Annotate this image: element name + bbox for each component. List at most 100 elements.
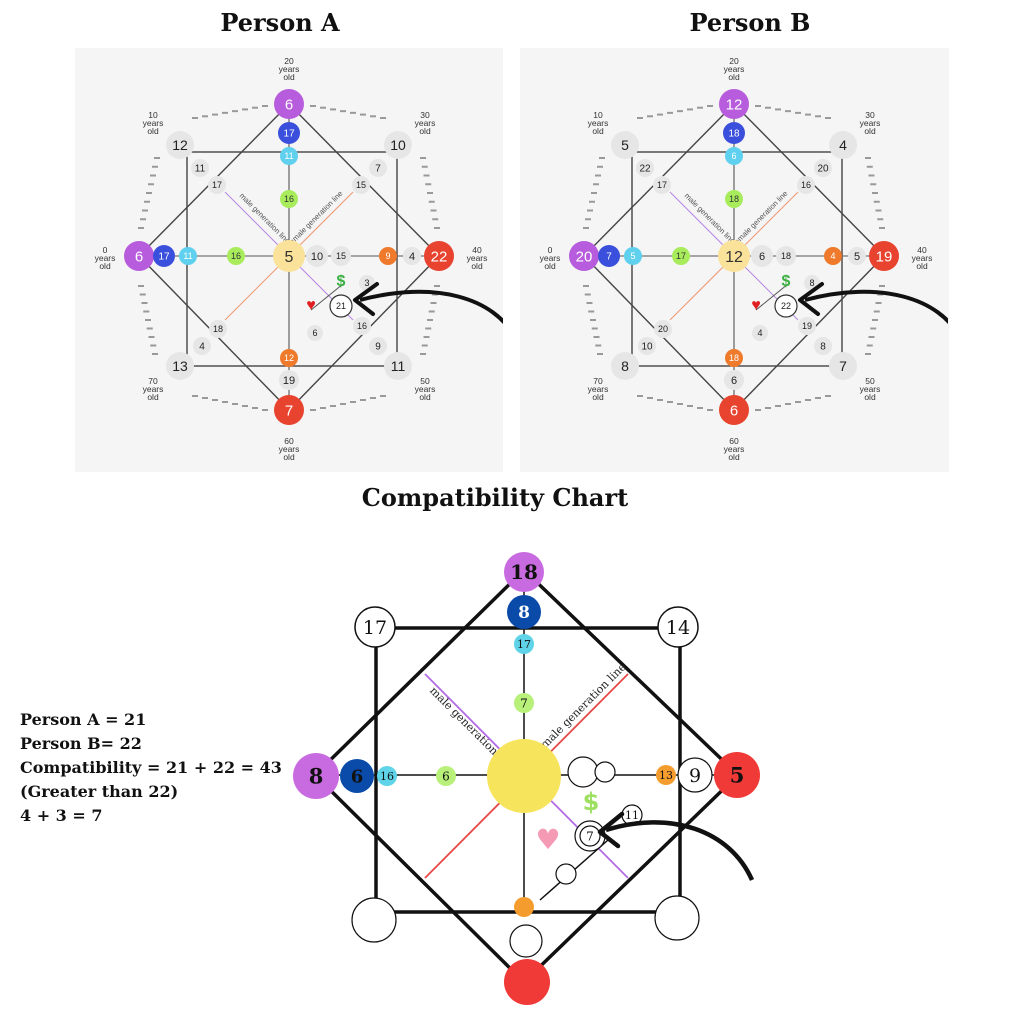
left-node-2-value: 17: [158, 252, 170, 263]
top-node-3-circle: [280, 147, 298, 165]
corner-tr-node-2-circle: [369, 159, 387, 177]
age-tick: [647, 115, 653, 118]
age-tick: [370, 115, 376, 118]
age-label-bottom-left-1: years: [143, 384, 164, 394]
left-node-4-value: 16: [231, 251, 241, 261]
age-tick: [139, 293, 146, 296]
corner-tr-node-3-circle: [797, 176, 815, 194]
age-tick: [583, 285, 589, 287]
corner-tr-node-3: 15: [352, 176, 370, 194]
left-node-3: 11: [179, 247, 197, 265]
age-label-bottom-left-0: 70: [593, 376, 603, 386]
age-tick: [138, 227, 144, 229]
corner-tl-node: 17: [354, 606, 396, 648]
age-tick: [427, 319, 433, 321]
age-label-bottom-right-1: years: [415, 384, 436, 394]
top-node-value: 18: [510, 560, 538, 584]
money-icon: $: [583, 788, 600, 816]
age-tick: [143, 310, 150, 313]
age-label-left-0: 0: [103, 245, 108, 255]
age-tick: [584, 293, 591, 296]
age-label-top-right-2: old: [864, 126, 876, 136]
age-tick: [427, 192, 433, 194]
age-tick: [877, 218, 884, 221]
top-node-3-value: 17: [517, 638, 531, 651]
small-node-1-circle: [555, 863, 577, 885]
corner-tl-node-2-circle: [636, 159, 654, 177]
love-node-value: 7: [586, 829, 594, 843]
right-node-2-circle: [848, 247, 866, 265]
corner-br-node-3-circle: [798, 317, 816, 335]
top-node-4-circle: [725, 190, 743, 208]
age-label-top-0: 20: [284, 56, 294, 66]
corner-tr-node: 10: [384, 131, 412, 159]
corner-bl-node-2-circle: [193, 337, 211, 355]
right-node-3-value: 13: [659, 769, 673, 782]
age-label-bottom-right-2: old: [419, 392, 431, 402]
right-node-5-circle: [567, 756, 599, 788]
age-tick: [647, 397, 653, 399]
right-node-value: 22: [431, 248, 448, 265]
right-node-5-value: 6: [759, 251, 765, 263]
age-tick: [872, 192, 878, 194]
age-tick: [667, 111, 673, 114]
left-node-3-circle: [624, 247, 642, 265]
age-label-left-2: old: [99, 261, 111, 271]
corner-bl-node-value: 13: [172, 358, 188, 374]
age-tick: [222, 401, 228, 403]
left-node-2-value: 7: [606, 252, 612, 263]
love-node-circle: [579, 825, 601, 847]
age-tick: [697, 407, 703, 409]
age-tick: [697, 106, 703, 109]
corner-tl-node-3-circle: [208, 176, 226, 194]
arrow-shaft: [804, 289, 948, 325]
corner-br-node-circle: [384, 352, 412, 380]
age-label-bottom-right-0: 50: [865, 376, 875, 386]
corner-br-node-circle: [654, 895, 700, 941]
corner-tl-node: 12: [166, 131, 194, 159]
right-node-3: 13: [656, 765, 676, 785]
heart-icon: ♥: [535, 823, 560, 856]
age-tick: [420, 157, 426, 159]
top-node: 6: [274, 89, 304, 119]
center-node: 5: [273, 240, 305, 272]
age-tick: [597, 353, 603, 355]
age-tick: [805, 113, 811, 116]
corner-br-node-3-value: 19: [802, 321, 812, 331]
top-node-4-value: 16: [284, 194, 294, 204]
top-node-circle: [504, 552, 544, 592]
top-node-4-value: 7: [520, 696, 528, 710]
age-tick: [657, 113, 663, 116]
corner-bl-node-3-circle: [209, 320, 227, 338]
age-tick: [148, 183, 154, 186]
top-node-circle: [719, 89, 749, 119]
bottom-node-2: [509, 924, 543, 958]
age-tick: [192, 395, 198, 397]
arrow-icon: [353, 282, 503, 325]
corner-br-node-3-value: 16: [357, 321, 367, 331]
right-node-3-value: 4: [830, 251, 835, 261]
corner-tr-node-2: 7: [369, 159, 387, 177]
age-tick: [657, 399, 663, 401]
age-tick: [870, 327, 877, 330]
age-label-left-0: 0: [548, 245, 553, 255]
age-label-bottom-left-1: years: [588, 384, 609, 394]
corner-tr-node-2-circle: [814, 159, 832, 177]
age-tick: [765, 407, 771, 409]
age-tick: [591, 327, 598, 330]
left-node-2: 6: [340, 759, 374, 793]
right-node-4-circle: [331, 246, 351, 266]
corner-bl-node-2-value: 10: [641, 342, 653, 353]
age-label-top-left-0: 10: [148, 110, 158, 120]
age-tick: [350, 111, 356, 114]
age-tick: [599, 157, 605, 159]
age-tick: [593, 336, 600, 338]
age-tick: [588, 310, 595, 313]
age-label-bottom-1: years: [724, 444, 745, 454]
age-tick: [141, 302, 148, 304]
left-node-3: 16: [377, 766, 397, 786]
corner-br-node: [654, 895, 700, 941]
